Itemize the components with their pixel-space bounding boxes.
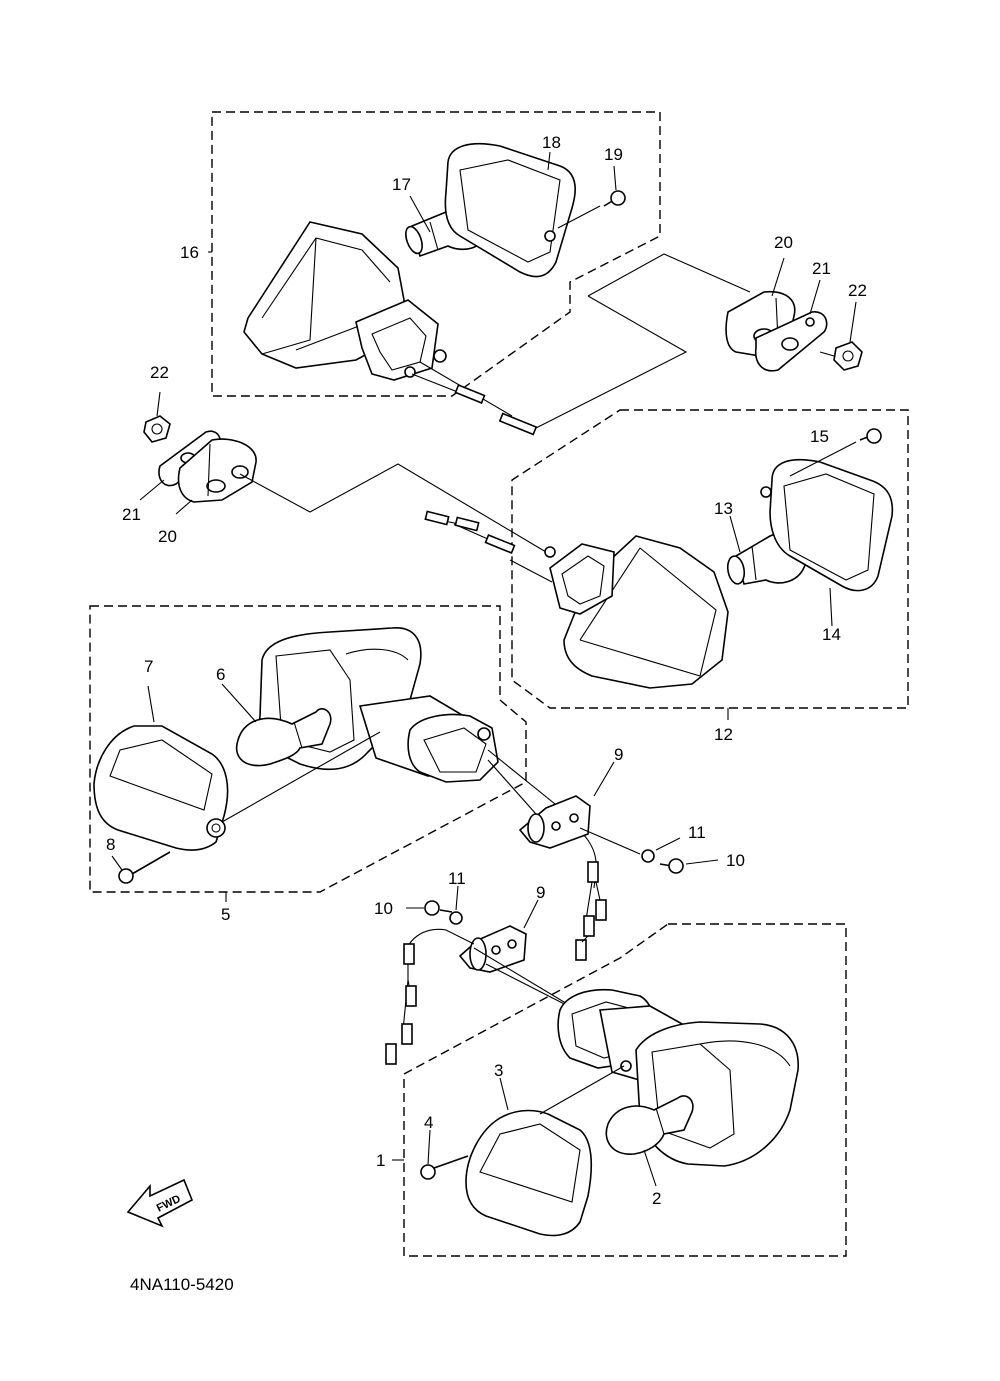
label-22a: 22 (848, 281, 867, 300)
assembly-12-boundary (511, 409, 909, 709)
connector-plate-9a (518, 761, 615, 849)
label-6: 6 (216, 665, 225, 684)
label-2: 2 (652, 1189, 661, 1208)
label-3: 3 (494, 1061, 503, 1080)
label-7: 7 (144, 657, 153, 676)
label-11a: 11 (688, 823, 706, 842)
fwd-arrow-icon: FWD (126, 1178, 194, 1228)
label-17: 17 (392, 175, 411, 194)
mount-upper-right (535, 253, 863, 429)
screw-10b (406, 900, 453, 916)
screw-10a (579, 827, 719, 874)
label-12: 12 (714, 725, 733, 744)
label-21b: 21 (122, 505, 141, 524)
label-16: 16 (180, 243, 199, 262)
assembly-5 (89, 605, 527, 902)
label-10a: 10 (726, 851, 745, 870)
screw-4 (420, 1129, 469, 1180)
screw-15 (789, 428, 882, 477)
label-5: 5 (221, 905, 230, 924)
lens-3 (465, 1109, 593, 1237)
label-18: 18 (542, 133, 561, 152)
label-9a: 9 (614, 745, 623, 764)
lens-14 (769, 458, 894, 592)
label-19: 19 (604, 145, 623, 164)
label-4: 4 (424, 1113, 433, 1132)
rubber-mount-20b (177, 438, 257, 503)
nut-22a (833, 341, 863, 371)
assembly-1 (385, 885, 847, 1257)
lens-18 (444, 142, 576, 278)
washer-11b (449, 885, 463, 925)
label-8: 8 (106, 835, 115, 854)
assembly-1-boundary (403, 923, 847, 1257)
connector-plate-9b (458, 899, 539, 973)
diagram-code: 4NA110-5420 (130, 1275, 234, 1294)
label-15: 15 (810, 427, 829, 446)
screw-8 (111, 851, 171, 884)
label-13: 13 (714, 499, 733, 518)
assembly-5-boundary (89, 605, 527, 893)
assembly-12 (424, 409, 909, 720)
screw-19 (557, 190, 626, 229)
assembly-16 (208, 111, 661, 436)
label-21a: 21 (812, 259, 831, 278)
label-10b: 10 (374, 899, 393, 918)
nut-22b (143, 415, 171, 443)
assembly-16-boundary (211, 111, 661, 397)
bulb-6 (235, 708, 332, 767)
grommet-5 (407, 713, 499, 783)
label-22b: 22 (150, 363, 169, 382)
label-1: 1 (376, 1151, 385, 1170)
label-20a: 20 (774, 233, 793, 252)
part-labels: 1 2 3 4 5 6 7 8 9 9 10 10 11 11 12 13 14… (106, 133, 867, 1208)
lens-7 (93, 725, 229, 851)
label-14: 14 (822, 625, 841, 644)
label-20b: 20 (158, 527, 177, 546)
mount-left (139, 391, 547, 553)
bulb-2 (605, 1095, 694, 1155)
label-9b: 9 (536, 883, 545, 902)
washer-11a (641, 837, 681, 863)
label-11b: 11 (448, 869, 466, 888)
